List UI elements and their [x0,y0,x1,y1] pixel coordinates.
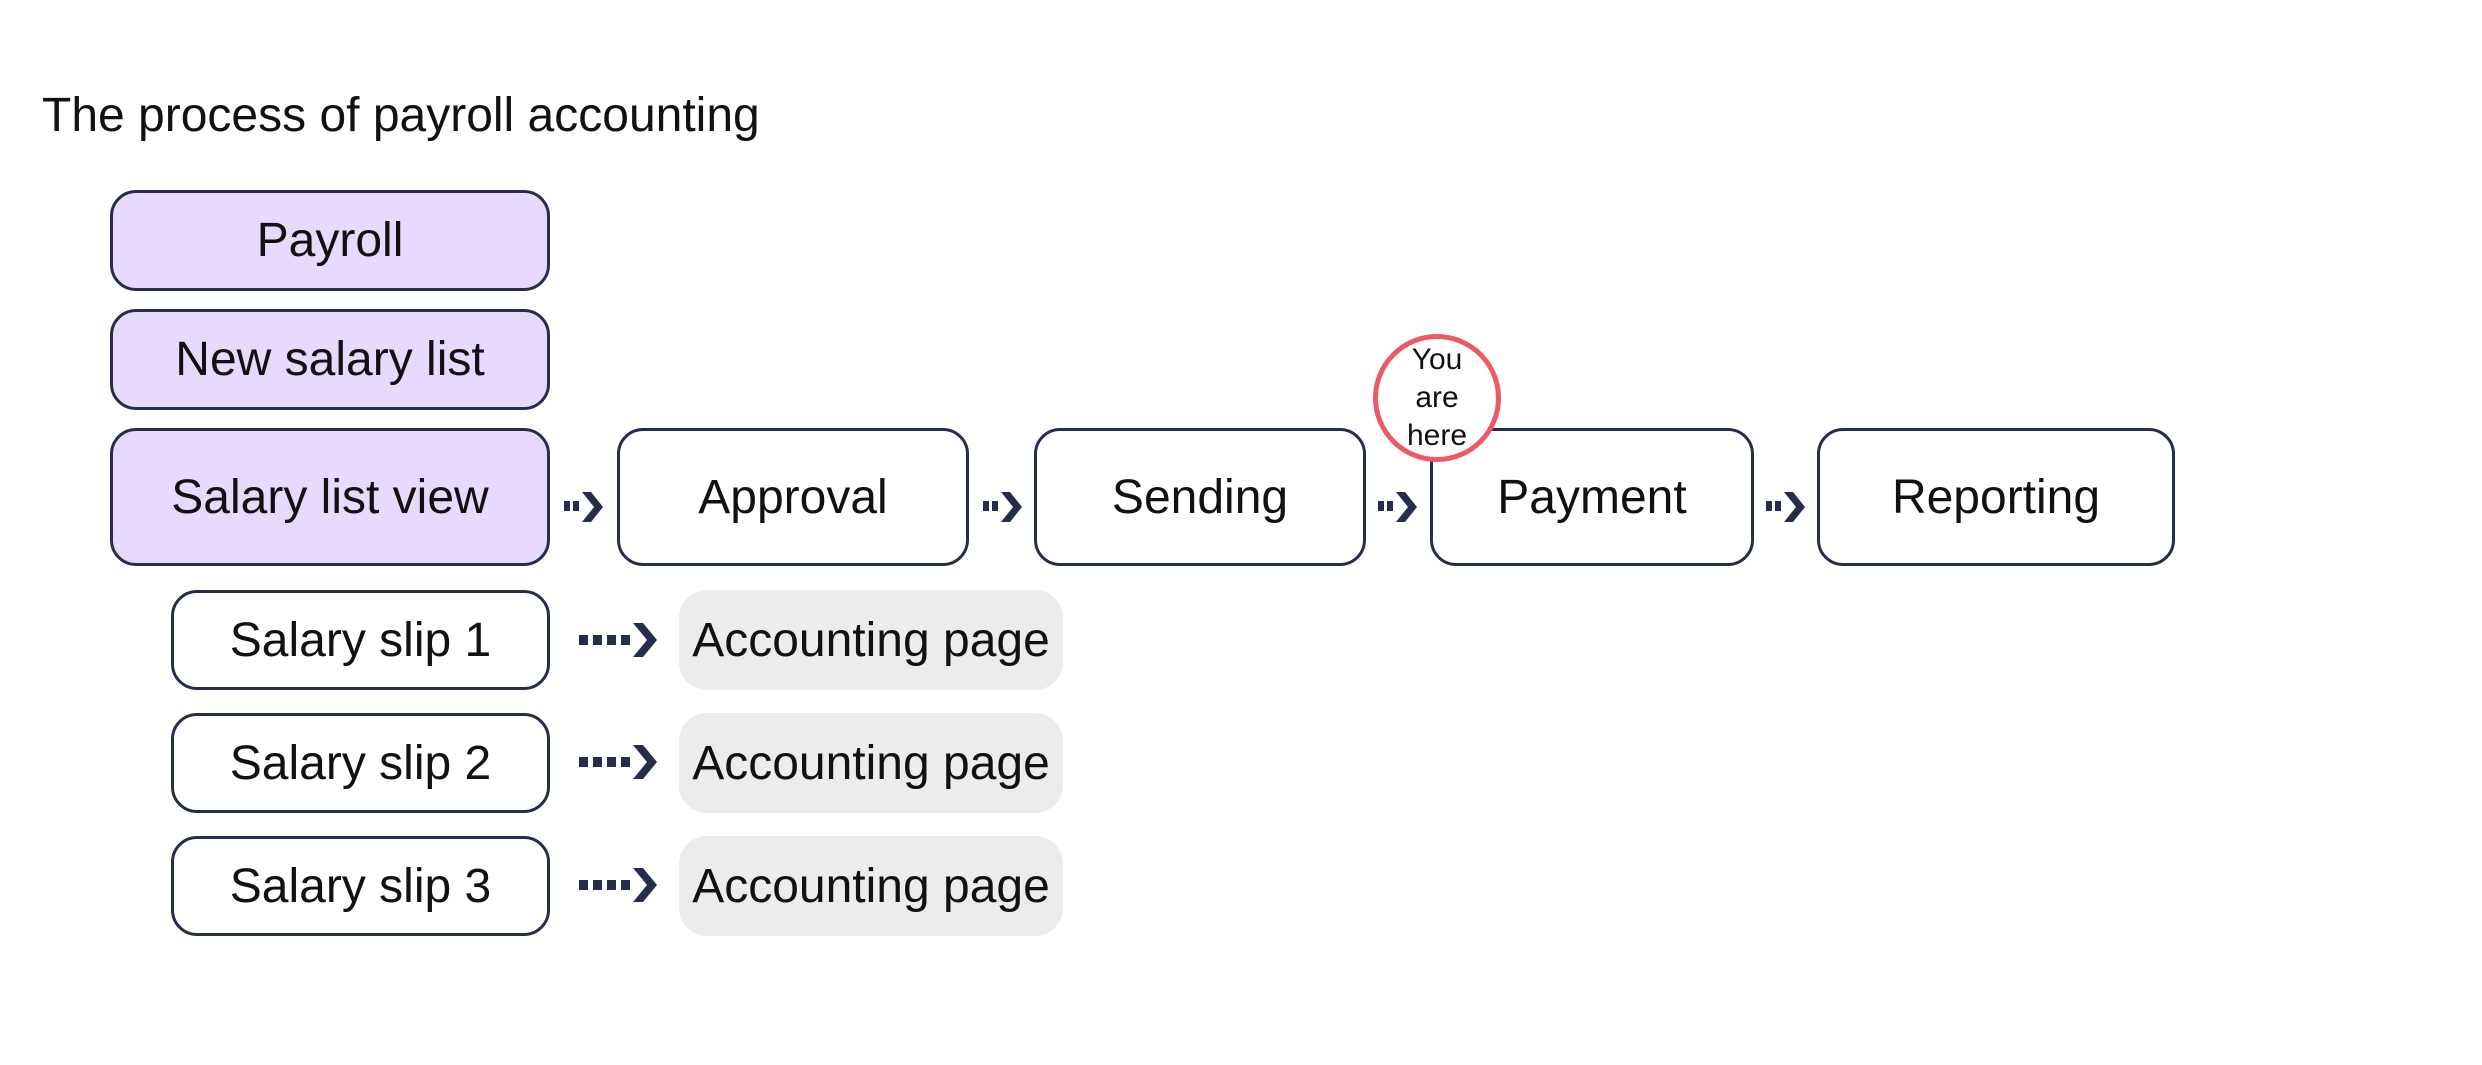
payroll-box[interactable]: Payroll [110,190,550,291]
salary-slip-2[interactable]: Salary slip 2 [171,713,550,813]
slip-arrow-icon [579,745,657,779]
salary-list-view-box[interactable]: Salary list view [110,428,550,566]
step-payment[interactable]: Payment [1430,428,1754,566]
accounting-page-1[interactable]: Accounting page [679,590,1063,690]
process-arrow-icon [1766,492,1805,522]
process-arrow-icon [983,492,1022,522]
accounting-page-2[interactable]: Accounting page [679,713,1063,813]
slip-arrow-icon [579,623,657,657]
diagram-title: The process of payroll accounting [42,89,760,142]
step-sending[interactable]: Sending [1034,428,1366,566]
salary-slip-1[interactable]: Salary slip 1 [171,590,550,690]
marker-label: You are here [1406,343,1468,452]
process-arrow-icon [1378,492,1417,522]
process-arrow-icon [564,492,603,522]
slip-arrow-icon [579,868,657,902]
step-reporting[interactable]: Reporting [1817,428,2175,566]
step-approval[interactable]: Approval [617,428,969,566]
accounting-page-3[interactable]: Accounting page [679,836,1063,936]
salary-slip-3[interactable]: Salary slip 3 [171,836,550,936]
you-are-here-marker: You are here [1373,334,1501,462]
new-salary-list-box[interactable]: New salary list [110,309,550,410]
